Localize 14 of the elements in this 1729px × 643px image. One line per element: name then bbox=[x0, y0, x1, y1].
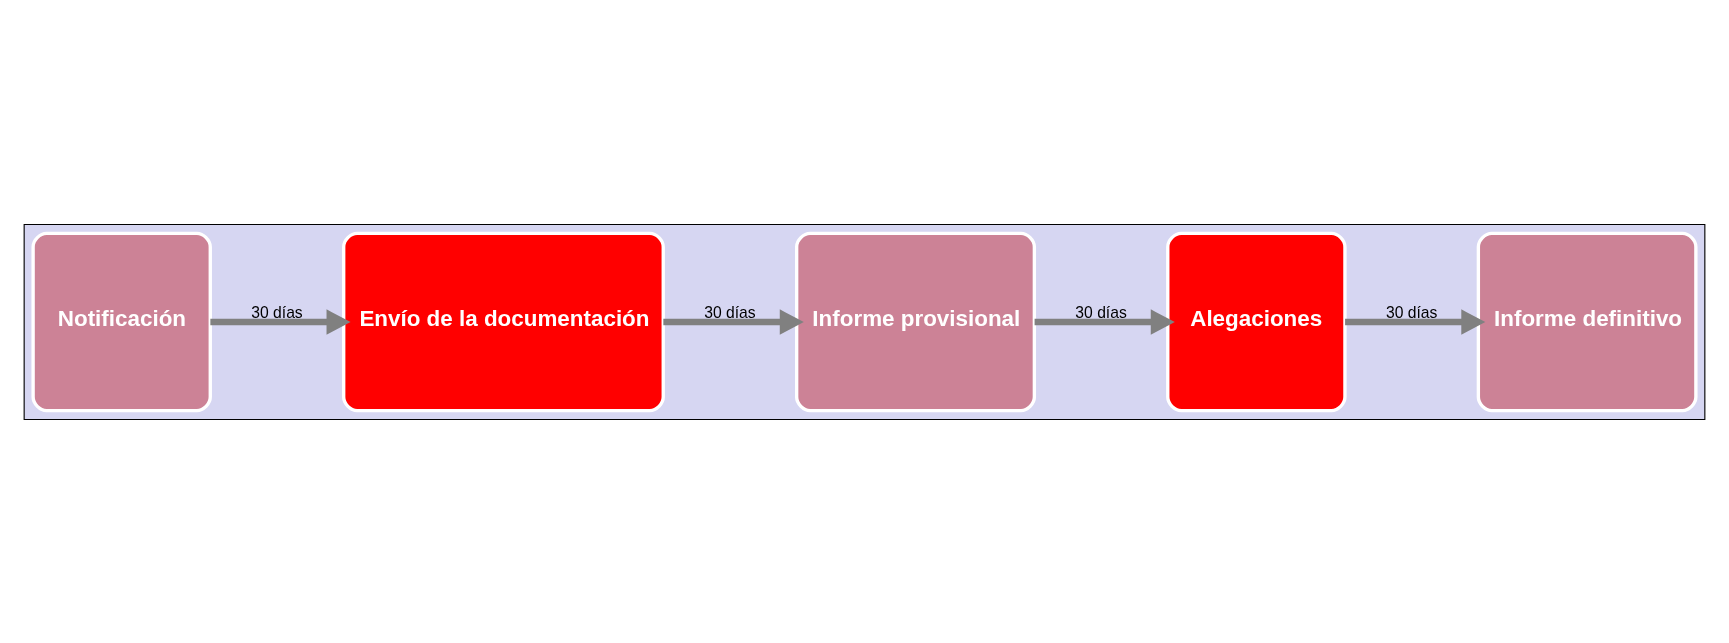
node-box: Informe provisional bbox=[795, 231, 1037, 412]
cluster bbox=[23, 223, 1706, 420]
node-box: Alegaciones bbox=[1166, 231, 1347, 412]
edge-label: 30 días bbox=[1385, 303, 1438, 321]
arrow bbox=[663, 308, 804, 335]
node-box: Informe definitivo bbox=[1476, 231, 1698, 412]
edge-label: 30 días bbox=[1075, 303, 1127, 321]
arrow bbox=[210, 308, 351, 335]
node-box: Envío de la documentación bbox=[342, 231, 665, 412]
arrow bbox=[1345, 308, 1486, 335]
edge-label: 30 días bbox=[251, 303, 303, 321]
node-box: Notificación bbox=[31, 231, 212, 412]
arrow bbox=[1034, 308, 1175, 335]
edge-label: 30 días bbox=[704, 303, 756, 321]
